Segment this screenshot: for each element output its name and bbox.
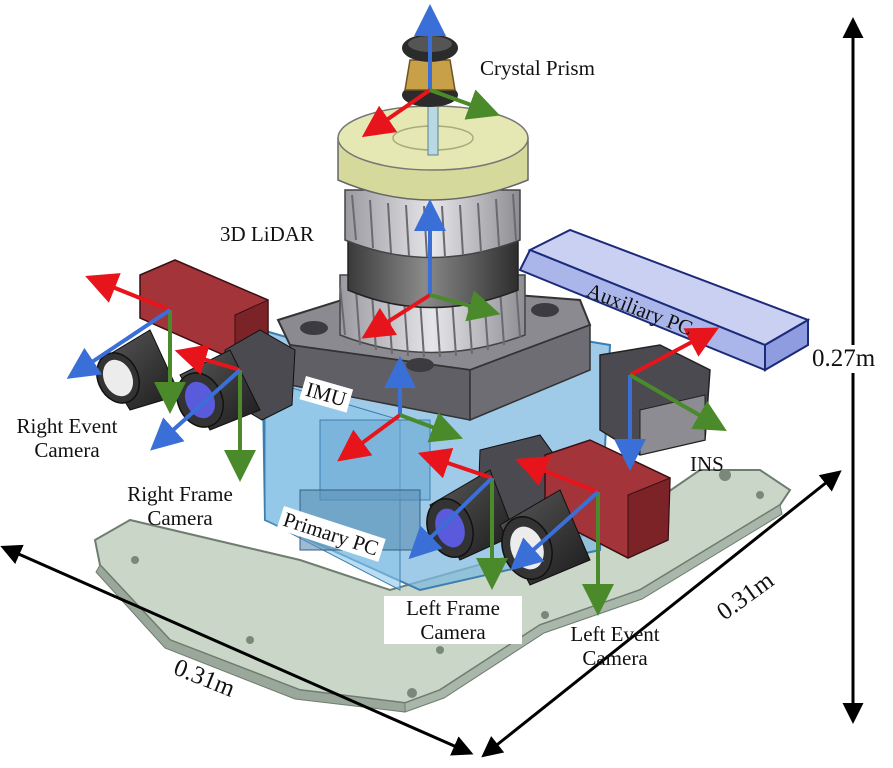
dimension-height-label: 0.27m <box>812 345 876 373</box>
label-right-event-camera-line1: Right Event <box>16 414 118 438</box>
dimension-arrows <box>0 16 864 758</box>
label-right-frame-camera-line1: Right Frame <box>127 482 233 506</box>
label-3d-lidar: 3D LiDAR <box>220 222 314 246</box>
label-ins: INS <box>690 452 724 476</box>
right-event-camera-frame <box>66 273 186 414</box>
label-left-frame-camera-line2: Camera <box>420 620 486 644</box>
label-left-frame-camera: Left Frame Camera <box>384 596 522 644</box>
lidar-body <box>337 99 529 358</box>
label-right-frame-camera: Right Frame Camera <box>110 482 250 530</box>
label-right-frame-camera-line2: Camera <box>147 506 213 530</box>
label-left-event-camera-line2: Camera <box>582 646 648 670</box>
label-left-frame-camera-line1: Left Frame <box>406 596 500 620</box>
label-crystal-prism: Crystal Prism <box>480 56 595 80</box>
label-left-event-camera-line1: Left Event <box>570 622 660 646</box>
ins-frame <box>614 327 727 471</box>
lidar-frame <box>361 199 501 339</box>
label-right-event-camera: Right Event Camera <box>2 414 132 462</box>
label-left-event-camera: Left Event Camera <box>550 622 680 670</box>
right-frame-camera-frame <box>150 344 256 482</box>
imu-frame <box>337 356 463 462</box>
depth-dimension-arrow <box>481 470 842 758</box>
width-dimension-arrow <box>0 544 474 756</box>
prism-frame <box>361 4 501 138</box>
label-right-event-camera-line2: Camera <box>34 438 100 462</box>
